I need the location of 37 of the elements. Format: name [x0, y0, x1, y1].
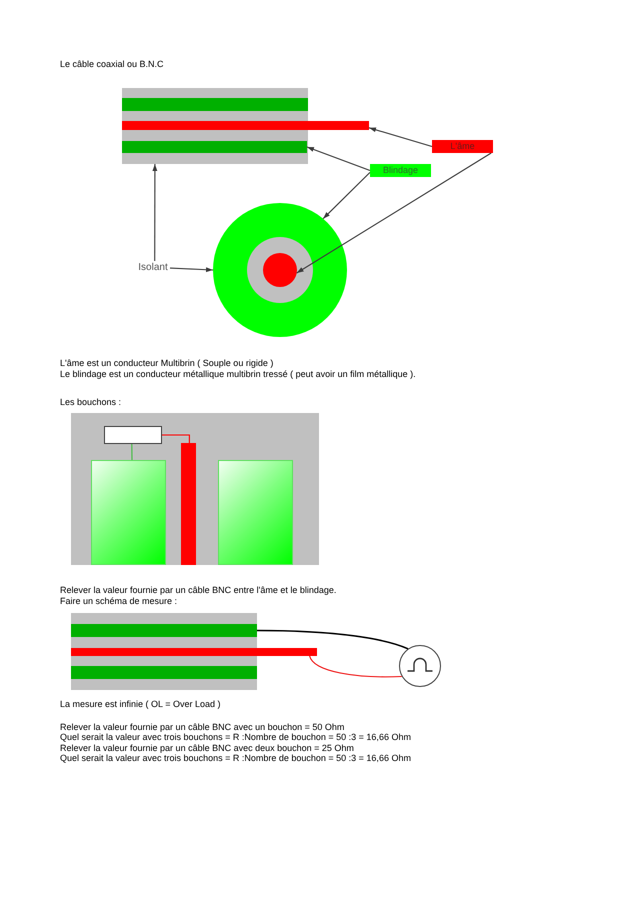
body-text: Relever la valeur fournie par un câble BNC entre l'âme et le blindage. [60, 584, 336, 596]
page-title: Le câble coaxial ou B.N.C [60, 59, 164, 70]
cable-side-view [71, 613, 257, 690]
body-text: Faire un schéma de mesure : [60, 596, 178, 606]
component-box [104, 426, 162, 444]
body-text: Relever la valeur fournie par un câble BNC avec un bouchon = 50 Ohm [60, 722, 344, 732]
terminator-block [91, 460, 166, 565]
wire [131, 444, 133, 460]
panel-background [71, 413, 319, 565]
callout-label: Isolant [136, 261, 170, 274]
leader-arrow [368, 127, 432, 148]
shield-layer [122, 98, 308, 111]
conductor-bar [181, 443, 196, 565]
leader-arrow [152, 164, 158, 261]
core-conductor [71, 648, 317, 656]
body-text: Relever la valeur fournie par un câble BNC avec deux bouchon = 25 Ohm [60, 742, 354, 754]
leader-arrow [306, 146, 370, 172]
leader-arrow [170, 267, 214, 272]
meter-circle [399, 645, 441, 687]
leader-arrow [322, 172, 370, 220]
wire [309, 656, 402, 678]
terminator-block [218, 460, 293, 565]
wire [257, 630, 408, 650]
leader-arrow [296, 152, 492, 274]
body-text: Le blindage est un conducteur métallique multibrin tressé ( peut avoir un film métallique ). [60, 368, 416, 380]
shield-layer [71, 666, 257, 679]
body-text: La mesure est infinie ( OL = Over Load ) [60, 698, 220, 710]
shield-layer [71, 624, 257, 637]
body-text: Quel serait la valeur avec trois bouchons = R :Nombre de bouchon = 50 :3 = 16,66 Ohm [60, 732, 411, 743]
label-tag: L'âme [432, 140, 493, 153]
body-text: Quel serait la valeur avec trois bouchons = R :Nombre de bouchon = 50 :3 = 16,66 Ohm [60, 753, 411, 764]
section-heading: Les bouchons : [60, 396, 122, 408]
shield-layer [122, 141, 307, 153]
wire [162, 434, 190, 443]
core-conductor [122, 121, 369, 130]
label-tag: Blindage [370, 164, 431, 177]
body-text: L'âme est un conducteur Multibrin ( Souple ou rigide ) [60, 358, 274, 368]
